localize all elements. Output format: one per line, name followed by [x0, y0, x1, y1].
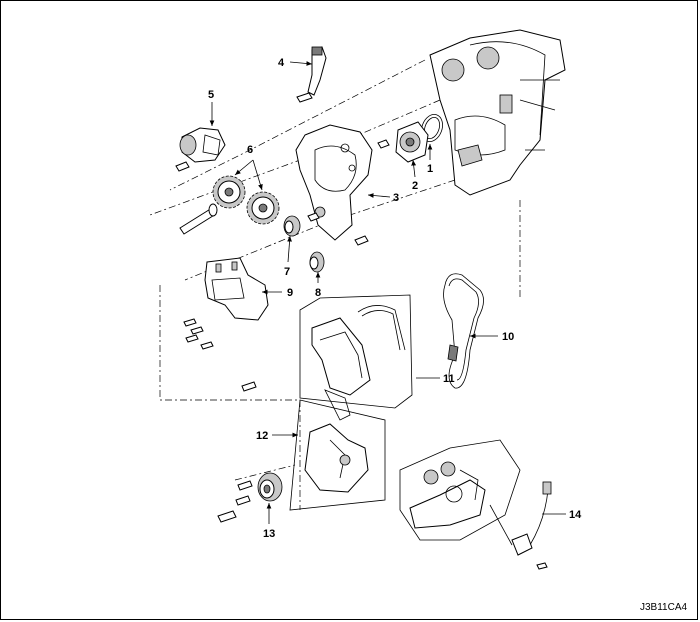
- pulley-bolt-2: [235, 495, 251, 506]
- callout-labels: 1 2 3 4 5 6 7 8 9 10 11 12 13 14: [208, 57, 582, 540]
- bracket-bolt-1: [183, 318, 197, 327]
- inset-panel: [399, 439, 521, 541]
- timing-belt: [443, 273, 484, 389]
- camshaft-sprockets: [179, 175, 280, 235]
- callout-14: 14: [569, 509, 582, 521]
- bracket-bolt: [296, 92, 313, 103]
- pump-bolt: [377, 139, 390, 149]
- callout-1: 1: [427, 163, 433, 175]
- leader-lines: [209, 61, 566, 524]
- bracket-bolt-2: [190, 326, 204, 335]
- callout-11: 11: [443, 373, 455, 385]
- callout-3: 3: [393, 192, 399, 204]
- callout-8: 8: [315, 287, 321, 299]
- callout-10: 10: [502, 331, 514, 343]
- figure-code: J3B11CA4: [640, 602, 688, 613]
- crankshaft-nose: [457, 144, 483, 167]
- front-timing-cover: [241, 294, 413, 421]
- water-pump: [377, 121, 429, 163]
- callout-5: 5: [208, 89, 214, 101]
- pulley-bolt-1: [237, 480, 253, 491]
- engine-block: [429, 29, 566, 196]
- oil-pump-housing: [295, 124, 373, 246]
- housing-bolt: [354, 235, 369, 246]
- pump-bracket: [183, 257, 269, 350]
- pulley-bolt-3: [217, 510, 237, 523]
- alignment-lines: [149, 59, 521, 510]
- bracket-bolt-4: [200, 341, 214, 350]
- sensor-bolt: [536, 562, 548, 570]
- callout-4: 4: [278, 57, 285, 69]
- crankshaft-sprocket: [217, 472, 283, 523]
- idler-pulley: [283, 215, 301, 237]
- callout-6: 6: [247, 144, 253, 156]
- cover-bolt: [241, 381, 257, 392]
- callout-2: 2: [412, 180, 418, 192]
- tensioner-bolt: [175, 161, 190, 172]
- callout-7: 7: [284, 266, 290, 278]
- cam-pulley-left: [441, 58, 465, 82]
- sensor-bracket: [296, 46, 327, 103]
- tensioner-assembly: [175, 127, 226, 172]
- crankshaft-position-sensor: [489, 481, 552, 570]
- cam-pulley-right: [476, 46, 500, 70]
- bracket-bolt-3: [185, 334, 199, 343]
- callout-13: 13: [263, 528, 275, 540]
- lower-timing-cover: [289, 399, 386, 511]
- lower-idler-pulley: [309, 251, 325, 273]
- callout-9: 9: [287, 287, 293, 299]
- callout-12: 12: [256, 430, 268, 442]
